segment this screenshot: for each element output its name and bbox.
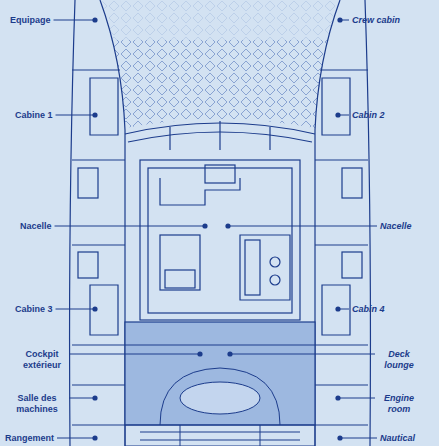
part-label: Equipage bbox=[10, 15, 51, 26]
leader-dot bbox=[225, 223, 230, 228]
leader-dot bbox=[92, 17, 97, 22]
part-label: Cabine 3 bbox=[15, 304, 53, 315]
part-label: Rangement bbox=[5, 433, 54, 444]
leader-line bbox=[230, 354, 375, 355]
part-label: Cabin 2 bbox=[352, 110, 385, 121]
leader-dot bbox=[337, 435, 342, 440]
leader-dot bbox=[335, 395, 340, 400]
leader-line bbox=[69, 398, 95, 399]
part-label: Cockpit extérieur bbox=[18, 349, 66, 371]
leader-dot bbox=[92, 435, 97, 440]
part-label: Cabine 1 bbox=[15, 110, 53, 121]
part-label: Cabin 4 bbox=[352, 304, 385, 315]
leader-dot bbox=[335, 306, 340, 311]
part-label: Nacelle bbox=[20, 221, 52, 232]
leader-line bbox=[57, 438, 95, 439]
leader-dot bbox=[92, 112, 97, 117]
part-label: Nautical bbox=[380, 433, 415, 444]
leader-line bbox=[228, 226, 377, 227]
leader-dot bbox=[227, 351, 232, 356]
leader-dot bbox=[92, 395, 97, 400]
leader-dot bbox=[337, 17, 342, 22]
part-label: Engine room bbox=[378, 393, 420, 415]
leader-line bbox=[338, 398, 375, 399]
part-label: Deck lounge bbox=[378, 349, 420, 371]
part-label: Nacelle bbox=[380, 221, 412, 232]
leader-line bbox=[56, 115, 95, 116]
leader-dot bbox=[202, 223, 207, 228]
leader-line bbox=[55, 226, 205, 227]
leader-dot bbox=[335, 112, 340, 117]
leader-dot bbox=[92, 306, 97, 311]
leader-line bbox=[69, 354, 200, 355]
leader-line bbox=[340, 438, 377, 439]
leader-line bbox=[54, 20, 95, 21]
part-label: Salle des machines bbox=[8, 393, 66, 415]
leader-dot bbox=[197, 351, 202, 356]
part-label: Crew cabin bbox=[352, 15, 400, 26]
leader-line bbox=[56, 309, 95, 310]
